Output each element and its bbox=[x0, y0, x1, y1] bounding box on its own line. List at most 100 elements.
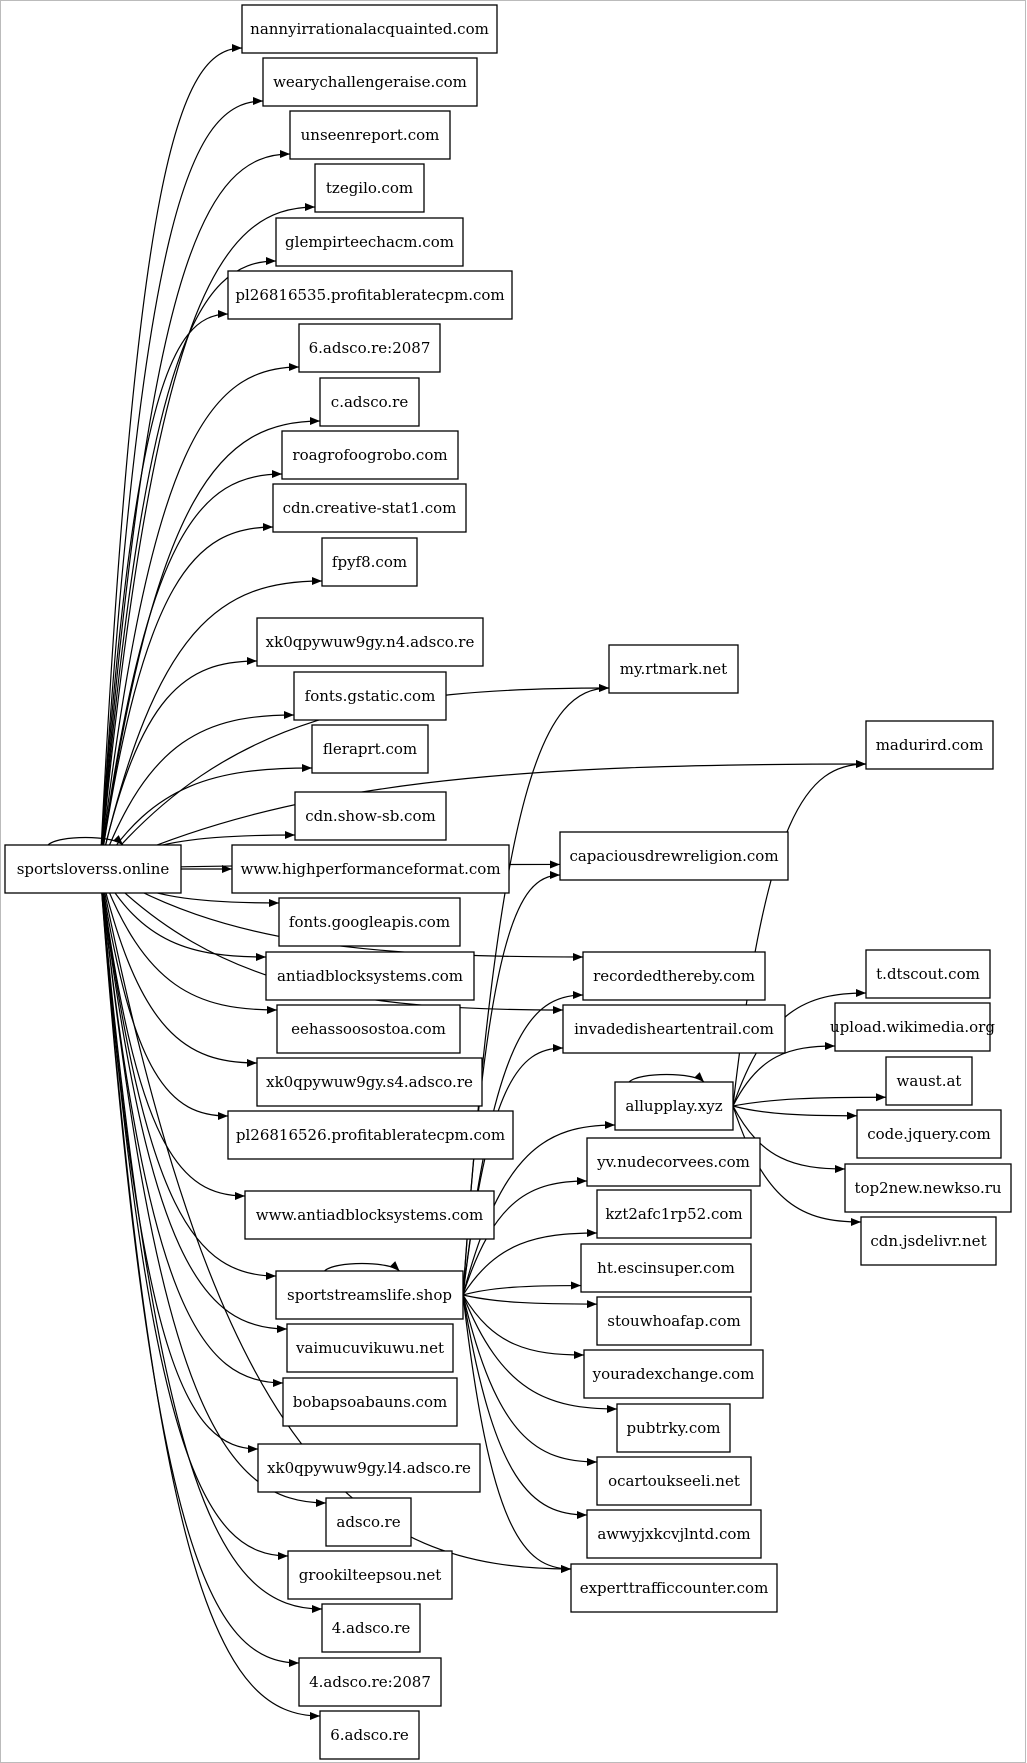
node-label: pl26816535.profitableratecpm.com bbox=[235, 286, 504, 304]
edge-streams-to-youradex bbox=[462, 1294, 585, 1359]
edge-streams-to-ocartou bbox=[462, 1294, 598, 1466]
node-yvnude: yv.nudecorvees.com bbox=[586, 1137, 761, 1187]
edge-line bbox=[324, 1261, 400, 1272]
node-bobap: bobapsoabauns.com bbox=[282, 1377, 458, 1427]
node-pl526: pl26816526.profitableratecpm.com bbox=[227, 1110, 514, 1160]
edge-line bbox=[99, 868, 323, 1613]
edge-sportsloverss-to-expert bbox=[99, 868, 572, 1573]
edge-sportsloverss-to-glempir bbox=[99, 257, 277, 870]
edge-line bbox=[99, 868, 572, 1573]
edge-sportsloverss-to-nanny bbox=[99, 44, 243, 870]
node-box bbox=[275, 217, 464, 267]
node-label: cdn.creative-stat1.com bbox=[283, 499, 457, 517]
edge-allupplay-to-waust bbox=[732, 1093, 887, 1107]
node-box bbox=[287, 1550, 453, 1600]
node-box bbox=[596, 1189, 752, 1239]
node-box bbox=[257, 1443, 481, 1493]
edge-line bbox=[99, 868, 289, 1560]
edge-line bbox=[99, 470, 283, 870]
node-unseen: unseenreport.com bbox=[289, 110, 451, 160]
node-box bbox=[325, 1497, 412, 1547]
node-wwwanti: www.antiadblocksystems.com bbox=[244, 1190, 495, 1240]
edge-line bbox=[462, 1281, 582, 1296]
node-gstatic: fonts.gstatic.com bbox=[293, 671, 447, 721]
node-vaimu: vaimucuvikuwu.net bbox=[286, 1323, 454, 1373]
node-jquery: code.jquery.com bbox=[856, 1109, 1002, 1159]
node-box bbox=[580, 1243, 752, 1293]
node-pl535: pl26816535.profitableratecpm.com bbox=[227, 270, 513, 320]
edge-allupplay-to-wikimedia bbox=[732, 1042, 836, 1107]
node-box bbox=[586, 1509, 762, 1559]
node-label: cdn.jsdelivr.net bbox=[870, 1232, 986, 1250]
node-box bbox=[278, 897, 461, 947]
node-label: t.dtscout.com bbox=[876, 965, 980, 983]
node-adsco4: 4.adsco.re bbox=[321, 1603, 421, 1653]
node-label: grookilteepsou.net bbox=[299, 1566, 442, 1584]
node-box bbox=[227, 1110, 514, 1160]
edge-line bbox=[99, 868, 267, 961]
node-label: bobapsoabauns.com bbox=[293, 1393, 447, 1411]
node-box bbox=[319, 1710, 420, 1760]
edge-allupplay-to-jquery bbox=[732, 1105, 858, 1120]
node-box bbox=[582, 951, 766, 1001]
node-box bbox=[262, 57, 478, 107]
node-box bbox=[241, 4, 498, 54]
nodes-layer: sportsloverss.onlinenannyirrationalacqua… bbox=[4, 4, 1012, 1760]
node-box bbox=[608, 644, 739, 694]
node-label: yv.nudecorvees.com bbox=[596, 1153, 750, 1171]
edge-streams-to-yvnude bbox=[462, 1177, 588, 1296]
node-adsco6: 6.adsco.re bbox=[319, 1710, 420, 1760]
edge-sportsloverss-to-unseen bbox=[99, 150, 291, 870]
node-box bbox=[596, 1296, 752, 1346]
node-l4adsco: xk0qpywuw9gy.l4.adsco.re bbox=[257, 1443, 481, 1493]
node-label: xk0qpywuw9gy.n4.adsco.re bbox=[266, 633, 475, 651]
node-awwyj: awwyjxkcvjlntd.com bbox=[586, 1509, 762, 1559]
edge-sportsloverss-to-antiadblock bbox=[99, 868, 267, 961]
node-label: xk0qpywuw9gy.s4.adsco.re bbox=[266, 1073, 473, 1091]
node-label: pubtrky.com bbox=[626, 1419, 720, 1437]
node-weary: wearychallengeraise.com bbox=[262, 57, 478, 107]
edge-sportsloverss-to-pl535 bbox=[99, 310, 229, 870]
node-label: capaciousdrewreligion.com bbox=[569, 847, 778, 865]
edge-streams-to-htesc bbox=[462, 1281, 582, 1296]
node-label: wearychallengeraise.com bbox=[273, 73, 467, 91]
node-streams: sportstreamslife.shop bbox=[275, 1270, 464, 1320]
node-box bbox=[275, 1270, 464, 1320]
node-label: unseenreport.com bbox=[301, 126, 440, 144]
edge-sportsloverss-to-adsco6p bbox=[99, 363, 300, 870]
node-box bbox=[885, 1056, 973, 1106]
node-label: youradexchange.com bbox=[592, 1365, 755, 1383]
edge-line bbox=[462, 1177, 588, 1296]
edge-streams-to-expert bbox=[462, 1294, 572, 1573]
node-stouw: stouwhoafap.com bbox=[596, 1296, 752, 1346]
node-nanny: nannyirrationalacquainted.com bbox=[241, 4, 498, 54]
node-label: allupplay.xyz bbox=[625, 1097, 722, 1115]
node-box bbox=[289, 110, 451, 160]
node-label: eehassoosostoa.com bbox=[291, 1020, 446, 1038]
edge-sportsloverss-to-adsco4 bbox=[99, 868, 323, 1613]
edge-streams-to-awwyj bbox=[462, 1294, 588, 1519]
edge-line bbox=[99, 44, 243, 870]
edge-sportsloverss-to-cadsco bbox=[99, 417, 321, 870]
node-box bbox=[256, 1057, 483, 1107]
node-label: recordedthereby.com bbox=[593, 967, 755, 985]
node-ocartou: ocartoukseeli.net bbox=[596, 1456, 752, 1506]
node-label: fpyf8.com bbox=[332, 553, 407, 571]
edge-sportsloverss-to-fleraprt bbox=[99, 764, 313, 870]
edge-sportsloverss-to-vaimu bbox=[99, 868, 288, 1333]
edge-sportsloverss-to-n4adsco bbox=[99, 657, 258, 870]
node-box bbox=[319, 377, 420, 427]
edge-sportsloverss-to-eehasso bbox=[99, 868, 278, 1014]
node-label: 6.adsco.re:2087 bbox=[309, 339, 431, 357]
node-label: c.adsco.re bbox=[331, 393, 409, 411]
node-tzegilo: tzegilo.com bbox=[314, 163, 425, 213]
edge-sportsloverss-to-roagro bbox=[99, 470, 283, 870]
node-box bbox=[570, 1563, 778, 1613]
node-eehasso: eehassoosostoa.com bbox=[276, 1004, 461, 1054]
edge-line bbox=[99, 684, 610, 870]
node-box bbox=[311, 724, 429, 774]
edge-streams-to-pubtrky bbox=[462, 1294, 618, 1413]
node-label: invadedisheartentrail.com bbox=[574, 1020, 774, 1038]
node-glempir: glempirteechacm.com bbox=[275, 217, 464, 267]
node-label: xk0qpywuw9gy.l4.adsco.re bbox=[267, 1459, 471, 1477]
